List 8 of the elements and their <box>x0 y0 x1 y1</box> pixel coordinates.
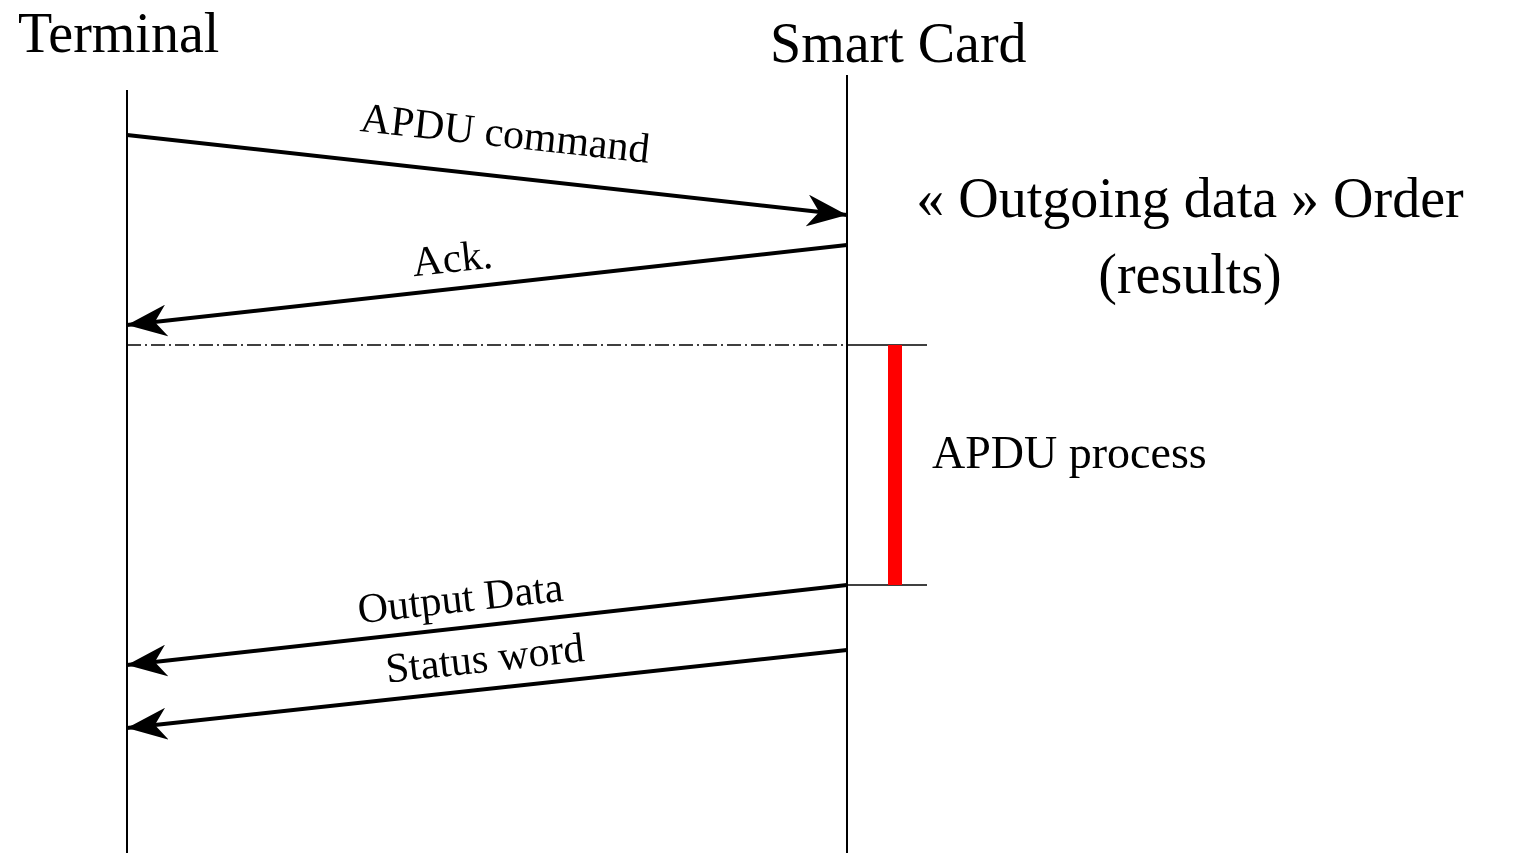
participant-label: Terminal <box>18 5 220 61</box>
message-arrow <box>126 243 848 337</box>
process-label: APDU process <box>932 430 1207 476</box>
participant-label: Smart Card <box>770 15 1027 71</box>
message-arrow <box>126 133 848 227</box>
message-arrow <box>126 648 848 740</box>
message-arrow <box>126 583 848 677</box>
note-text: « Outgoing data » Order (results) <box>915 166 1465 307</box>
